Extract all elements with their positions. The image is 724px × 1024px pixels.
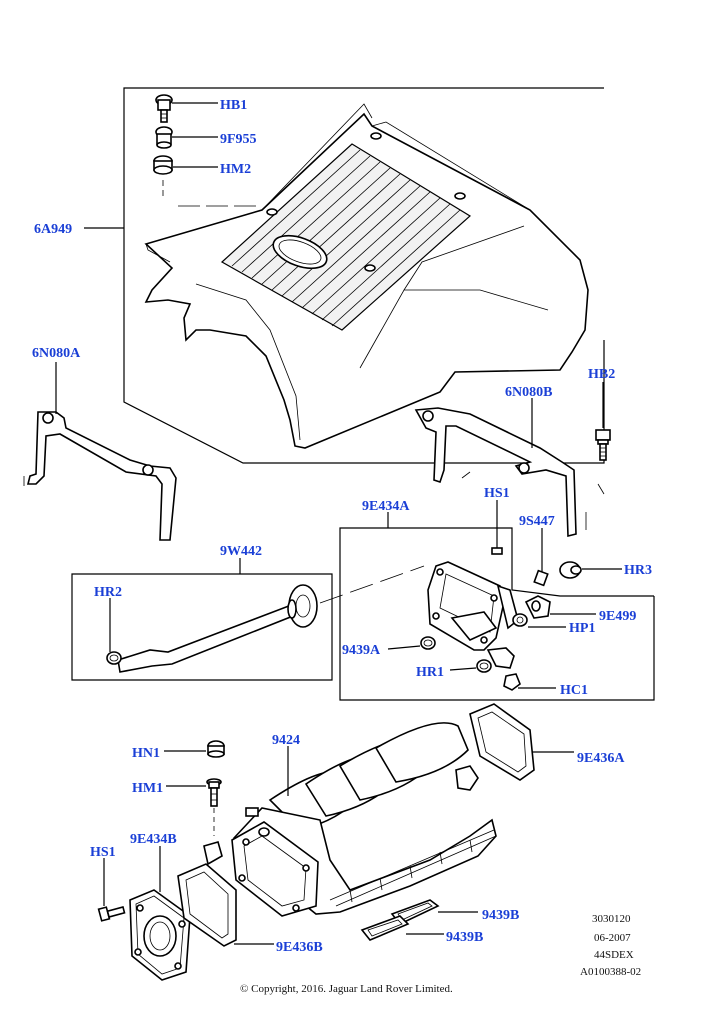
bracket-6n080b-part[interactable] (414, 407, 605, 538)
label-6n080a: 6N080A (32, 346, 81, 361)
label-hs1-top: HS1 (484, 486, 510, 501)
label-9s447: 9S447 (519, 514, 555, 529)
label-hb1: HB1 (220, 98, 247, 113)
oring-9439a-part[interactable] (420, 636, 436, 650)
intake-manifold-group (97, 703, 574, 981)
gasket-9e436a-part[interactable] (469, 703, 535, 781)
label-hc1: HC1 (560, 683, 588, 698)
grommet-9f955-part[interactable] (155, 126, 173, 149)
plug-hp1-part[interactable] (512, 613, 528, 627)
label-hn1: HN1 (132, 746, 160, 761)
stud-hm1-part[interactable] (206, 778, 222, 807)
label-9424: 9424 (272, 733, 300, 748)
ref-line-1: 3030120 (592, 913, 631, 925)
callout-labels: HB1 9F955 HM2 6A949 6N080A 6N080B HB2 HS… (32, 98, 652, 955)
label-9w442: 9W442 (220, 544, 262, 559)
throttle-body-part[interactable] (427, 561, 519, 669)
elbow-9e499-part[interactable] (524, 595, 551, 619)
label-9e436a: 9E436A (577, 751, 625, 766)
label-6n080b: 6N080B (505, 385, 552, 400)
label-9439b-2: 9439B (446, 930, 483, 945)
nut-hn1-part[interactable] (207, 740, 225, 758)
hose-group (71, 558, 333, 681)
throttle-body-group (319, 500, 655, 701)
bolt-hb1-part[interactable] (155, 94, 173, 123)
label-9439b-1: 9439B (482, 908, 519, 923)
sleeve-9s447-part[interactable] (533, 569, 549, 587)
label-hr2: HR2 (94, 585, 122, 600)
reference-block: 3030120 06-2007 44SDEX A0100388-02 (580, 913, 641, 978)
label-hb2: HB2 (588, 367, 615, 382)
clip-hr2-part[interactable] (106, 651, 122, 665)
oring-hr1-part[interactable] (476, 659, 492, 673)
ref-line-3: 44SDEX (594, 949, 634, 961)
label-9f955: 9F955 (220, 132, 257, 147)
grommet-hr3-part[interactable] (559, 561, 582, 579)
label-hm1: HM1 (132, 781, 163, 796)
grommet-hm2-part[interactable] (153, 155, 173, 175)
copyright-text: © Copyright, 2016. Jaguar Land Rover Lim… (240, 983, 453, 995)
ref-line-2: 06-2007 (594, 932, 631, 944)
label-hm2: HM2 (220, 162, 251, 177)
label-9e434b: 9E434B (130, 832, 177, 847)
engine-cover-part[interactable] (144, 103, 589, 449)
bolt-hb2-part[interactable] (595, 429, 611, 461)
bolt-hs1-bottom-part[interactable] (97, 906, 126, 922)
gasket-9439b-2-part[interactable] (360, 915, 410, 941)
cap-hc1-part[interactable] (503, 673, 521, 691)
label-9e434a: 9E434A (362, 499, 410, 514)
label-6a949: 6A949 (34, 222, 72, 237)
engine-cover-group (84, 87, 605, 464)
throttle-body-9e434b-part[interactable] (129, 889, 191, 981)
label-hp1: HP1 (569, 621, 595, 636)
label-hr1: HR1 (416, 665, 444, 680)
label-hr3: HR3 (624, 563, 652, 578)
label-hs1-bottom: HS1 (90, 845, 116, 860)
intake-manifold-9424-part[interactable] (203, 722, 497, 917)
label-9e499: 9E499 (599, 609, 636, 624)
label-9439a: 9439A (342, 643, 381, 658)
label-9e436b: 9E436B (276, 940, 323, 955)
screw-hs1-top-part[interactable] (491, 530, 503, 555)
ref-line-4: A0100388-02 (580, 966, 641, 978)
bracket-6n080a-part[interactable] (23, 411, 177, 541)
gasket-9e436b-part[interactable] (177, 863, 237, 947)
hose-9w442-part[interactable] (117, 584, 318, 673)
